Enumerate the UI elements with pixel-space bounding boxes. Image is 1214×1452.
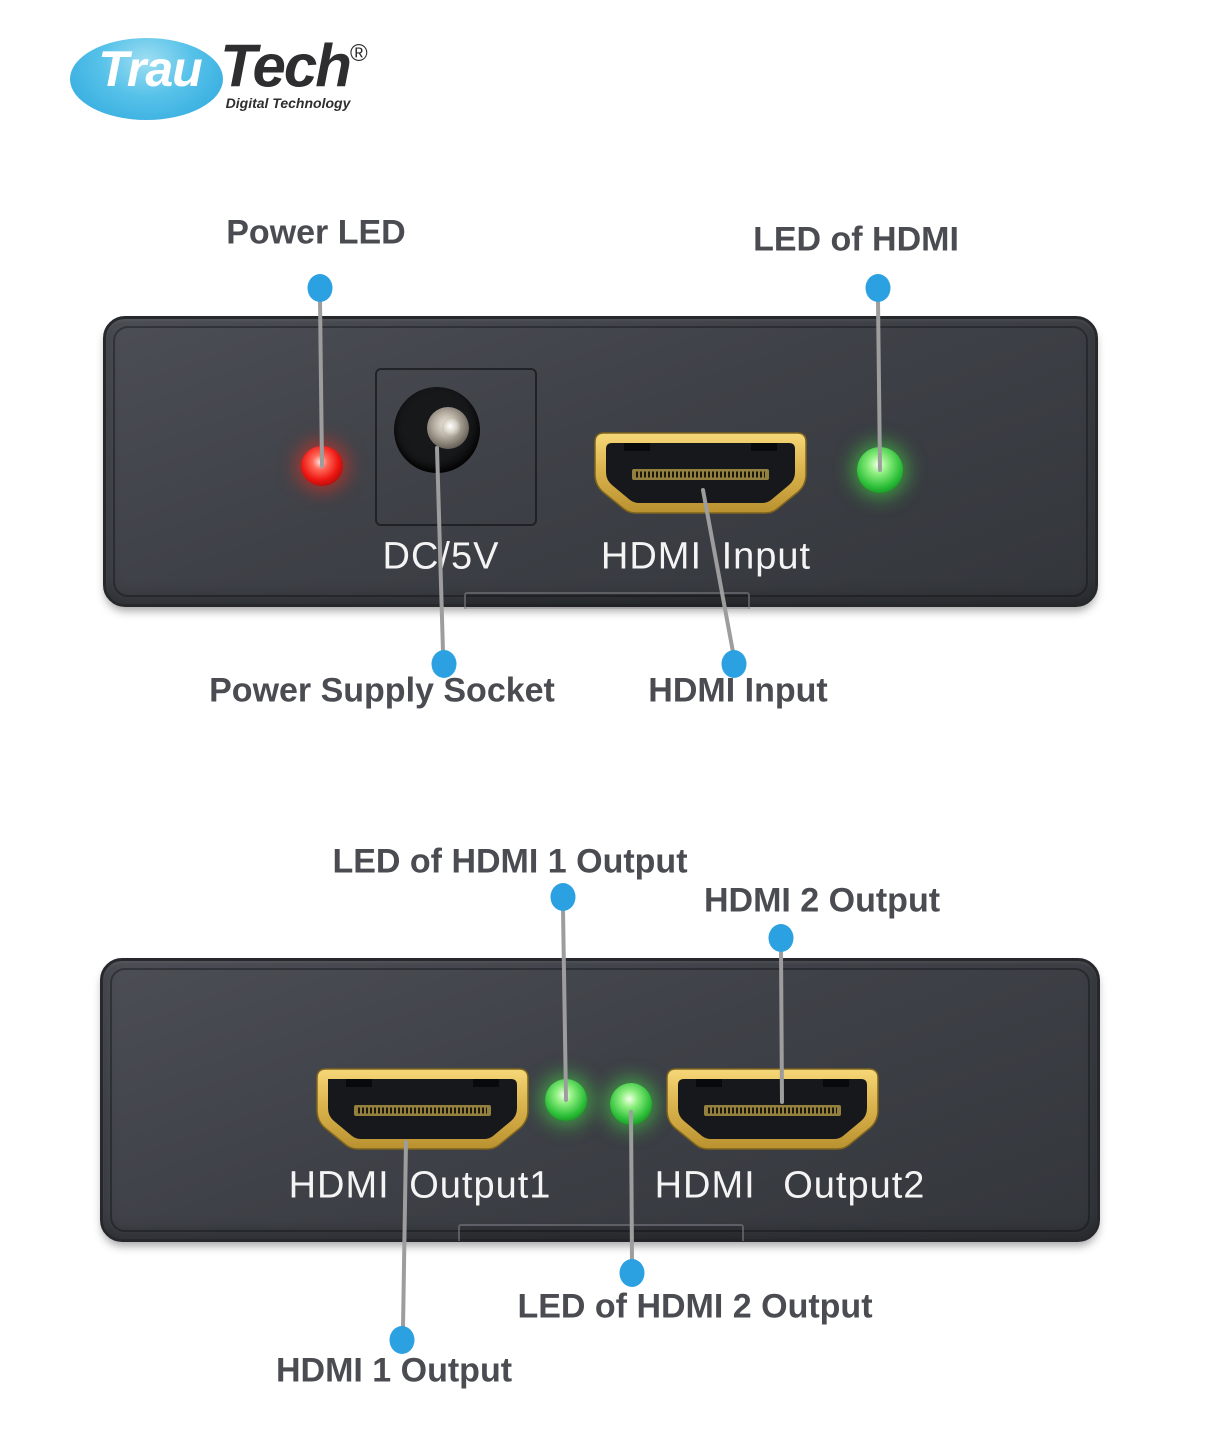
logo-text-tech: Tech <box>220 32 352 100</box>
callout-dot-led-output2 <box>619 1259 645 1287</box>
hdmi-input-callout-label: HDMI Input <box>648 671 828 710</box>
power-led-label: Power LED <box>226 213 406 252</box>
callout-dot-power-led <box>307 274 333 302</box>
callout-dot-led-of-hdmi <box>865 274 891 302</box>
logo-tagline: Digital Technology <box>225 95 351 111</box>
callout-dot-hdmi1-output <box>389 1326 415 1354</box>
power-led <box>301 446 343 486</box>
panel-slot <box>464 592 750 609</box>
hdmi-output2-panel-label: HDMI Output2 <box>654 1164 926 1207</box>
registered-trademark-icon: ® <box>350 40 368 67</box>
hdmi2-output-callout-label: HDMI 2 Output <box>703 881 941 920</box>
dc-socket-pin <box>442 418 460 436</box>
hdmi1-output-callout-label: HDMI 1 Output <box>275 1351 513 1390</box>
hdmi-output1-led <box>545 1079 587 1121</box>
panel-bevel <box>110 968 1090 1232</box>
splitter-front-panel <box>100 958 1100 1242</box>
logo-text-trau: Trau <box>98 41 202 97</box>
led-of-hdmi-label: LED of HDMI <box>753 220 959 259</box>
logo-ellipse <box>70 38 223 120</box>
dc-5v-panel-label: DC/5V <box>382 535 500 578</box>
hdmi-input-panel-label: HDMI Input <box>600 535 812 578</box>
panel-bevel <box>113 326 1088 597</box>
hdmi-output1-panel-label: HDMI Output1 <box>288 1164 552 1207</box>
hdmi-output2-port <box>666 1068 879 1150</box>
callout-dot-hdmi2-output <box>768 924 794 952</box>
hdmi-output1-port <box>316 1068 529 1150</box>
hdmi-input-led <box>857 447 903 493</box>
dc-socket-plate <box>375 368 537 526</box>
led-hdmi2-output-label: LED of HDMI 2 Output <box>517 1287 873 1326</box>
callout-dot-led-output1 <box>550 883 576 911</box>
hdmi-input-port <box>594 432 807 514</box>
power-supply-socket-label: Power Supply Socket <box>209 671 555 710</box>
panel-slot <box>458 1224 744 1241</box>
led-hdmi1-output-label: LED of HDMI 1 Output <box>332 842 688 881</box>
hdmi-output2-led <box>610 1083 652 1125</box>
